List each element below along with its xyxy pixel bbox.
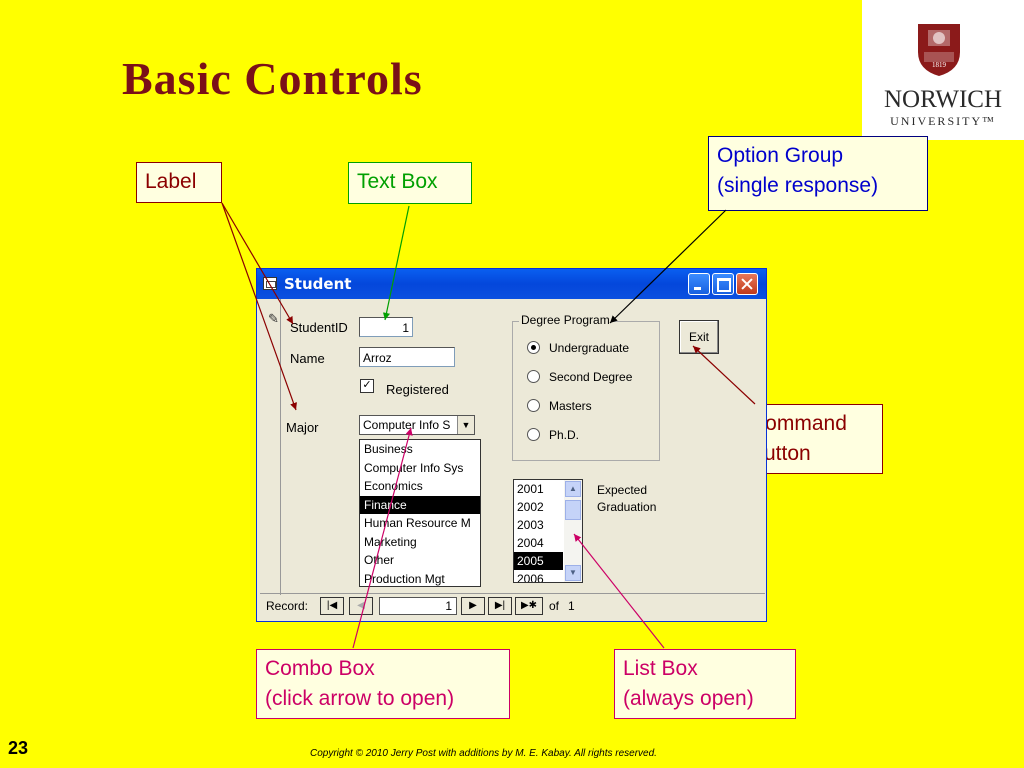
norwich-seal-icon: 1819 (918, 24, 960, 76)
degree-program-title: Degree Program (519, 313, 612, 327)
major-option[interactable]: Other (364, 553, 395, 567)
major-label: Major (286, 420, 319, 435)
name-textbox[interactable]: Arroz (359, 347, 455, 367)
command-button-connector (692, 345, 756, 405)
combo-dropdown-arrow-icon[interactable]: ▼ (457, 416, 474, 434)
major-option[interactable]: Business (364, 442, 413, 456)
year-option[interactable]: 2004 (517, 536, 544, 550)
year-option[interactable]: 2006 (517, 572, 544, 583)
scroll-thumb[interactable] (565, 500, 581, 520)
option-group-connector (609, 209, 727, 324)
new-record-button[interactable]: ▶✱ (515, 597, 543, 615)
year-option[interactable]: 2001 (517, 482, 544, 496)
minimize-button[interactable] (688, 273, 710, 295)
record-total: 1 (568, 599, 575, 613)
current-record-input[interactable]: 1 (379, 597, 457, 615)
option-label: Undergraduate (549, 341, 630, 355)
major-combo-value: Computer Info S (363, 418, 451, 432)
combo-box-connector (352, 427, 413, 649)
record-label: Record: (266, 599, 309, 613)
previous-record-button[interactable]: ◀ (349, 597, 373, 615)
option-label: Masters (549, 399, 592, 413)
major-option[interactable]: Production Mgt (364, 571, 445, 586)
close-button[interactable] (736, 273, 758, 295)
copyright-text: Copyright © 2010 Jerry Post with additio… (310, 748, 657, 759)
list-scrollbar[interactable]: ▲ ▼ (564, 480, 582, 582)
window-titlebar[interactable]: Student (257, 269, 766, 299)
pencil-icon: ✎ (268, 311, 279, 326)
label-connector (221, 202, 294, 325)
last-record-button[interactable]: ▶| (488, 597, 512, 615)
radio-undergraduate[interactable] (527, 341, 540, 354)
logo-subtitle: UNIVERSITY™ (890, 114, 996, 128)
year-option-selected[interactable]: 2005 (514, 552, 563, 570)
option-label: Second Degree (549, 370, 633, 384)
major-option[interactable]: Computer Info Sys (364, 460, 464, 475)
list-box-callout: List Box(always open) (614, 649, 796, 719)
student-id-label: StudentID (290, 320, 348, 335)
scroll-up-icon[interactable]: ▲ (565, 481, 581, 497)
window-title: Student (284, 275, 352, 293)
major-combo-box[interactable]: Computer Info S ▼ (359, 415, 475, 435)
norwich-logo: 1819 NORWICH UNIVERSITY™ (862, 0, 1024, 140)
major-option[interactable]: Marketing (364, 534, 417, 549)
combo-box-callout: Combo Box(click arrow to open) (256, 649, 510, 719)
major-option[interactable]: Economics (364, 479, 423, 493)
graduation-list-box[interactable]: 2001 2002 2003 2004 2005 2006 ▲ ▼ (513, 479, 583, 583)
radio-masters[interactable] (527, 399, 540, 412)
option-label: Ph.D. (549, 428, 580, 442)
record-selector[interactable]: ✎ (260, 299, 281, 595)
text-box-callout: Text Box (348, 162, 472, 204)
registered-label: Registered (386, 382, 449, 397)
logo-name: NORWICH (883, 86, 1003, 113)
scroll-down-icon[interactable]: ▼ (565, 565, 581, 581)
degree-program-option-group: Degree Program Undergraduate Second Degr… (512, 313, 660, 461)
record-of-label: of (549, 599, 560, 613)
label-connector (221, 202, 297, 411)
next-record-button[interactable]: ▶ (461, 597, 485, 615)
year-option[interactable]: 2002 (517, 500, 544, 514)
major-option[interactable]: Human Resource M (364, 516, 471, 530)
record-navigation-bar: Record: |◀ ◀ 1 ▶ ▶| ▶✱ of 1 (260, 593, 765, 618)
svg-text:1819: 1819 (932, 61, 947, 69)
page-number: 23 (8, 738, 29, 758)
expected-graduation-label: Expected Graduation (597, 483, 657, 514)
first-record-button[interactable]: |◀ (320, 597, 344, 615)
year-option[interactable]: 2003 (517, 518, 544, 532)
list-box-connector (573, 533, 665, 649)
text-box-connector (382, 205, 410, 321)
maximize-button[interactable] (712, 273, 734, 295)
slide-title: Basic Controls (122, 53, 423, 104)
name-label: Name (290, 351, 325, 366)
label-callout: Label (136, 162, 222, 203)
radio-second-degree[interactable] (527, 370, 540, 383)
radio-phd[interactable] (527, 428, 540, 441)
registered-checkbox[interactable]: ✓ (360, 379, 374, 393)
option-group-callout: Option Group(single response) (708, 136, 928, 211)
